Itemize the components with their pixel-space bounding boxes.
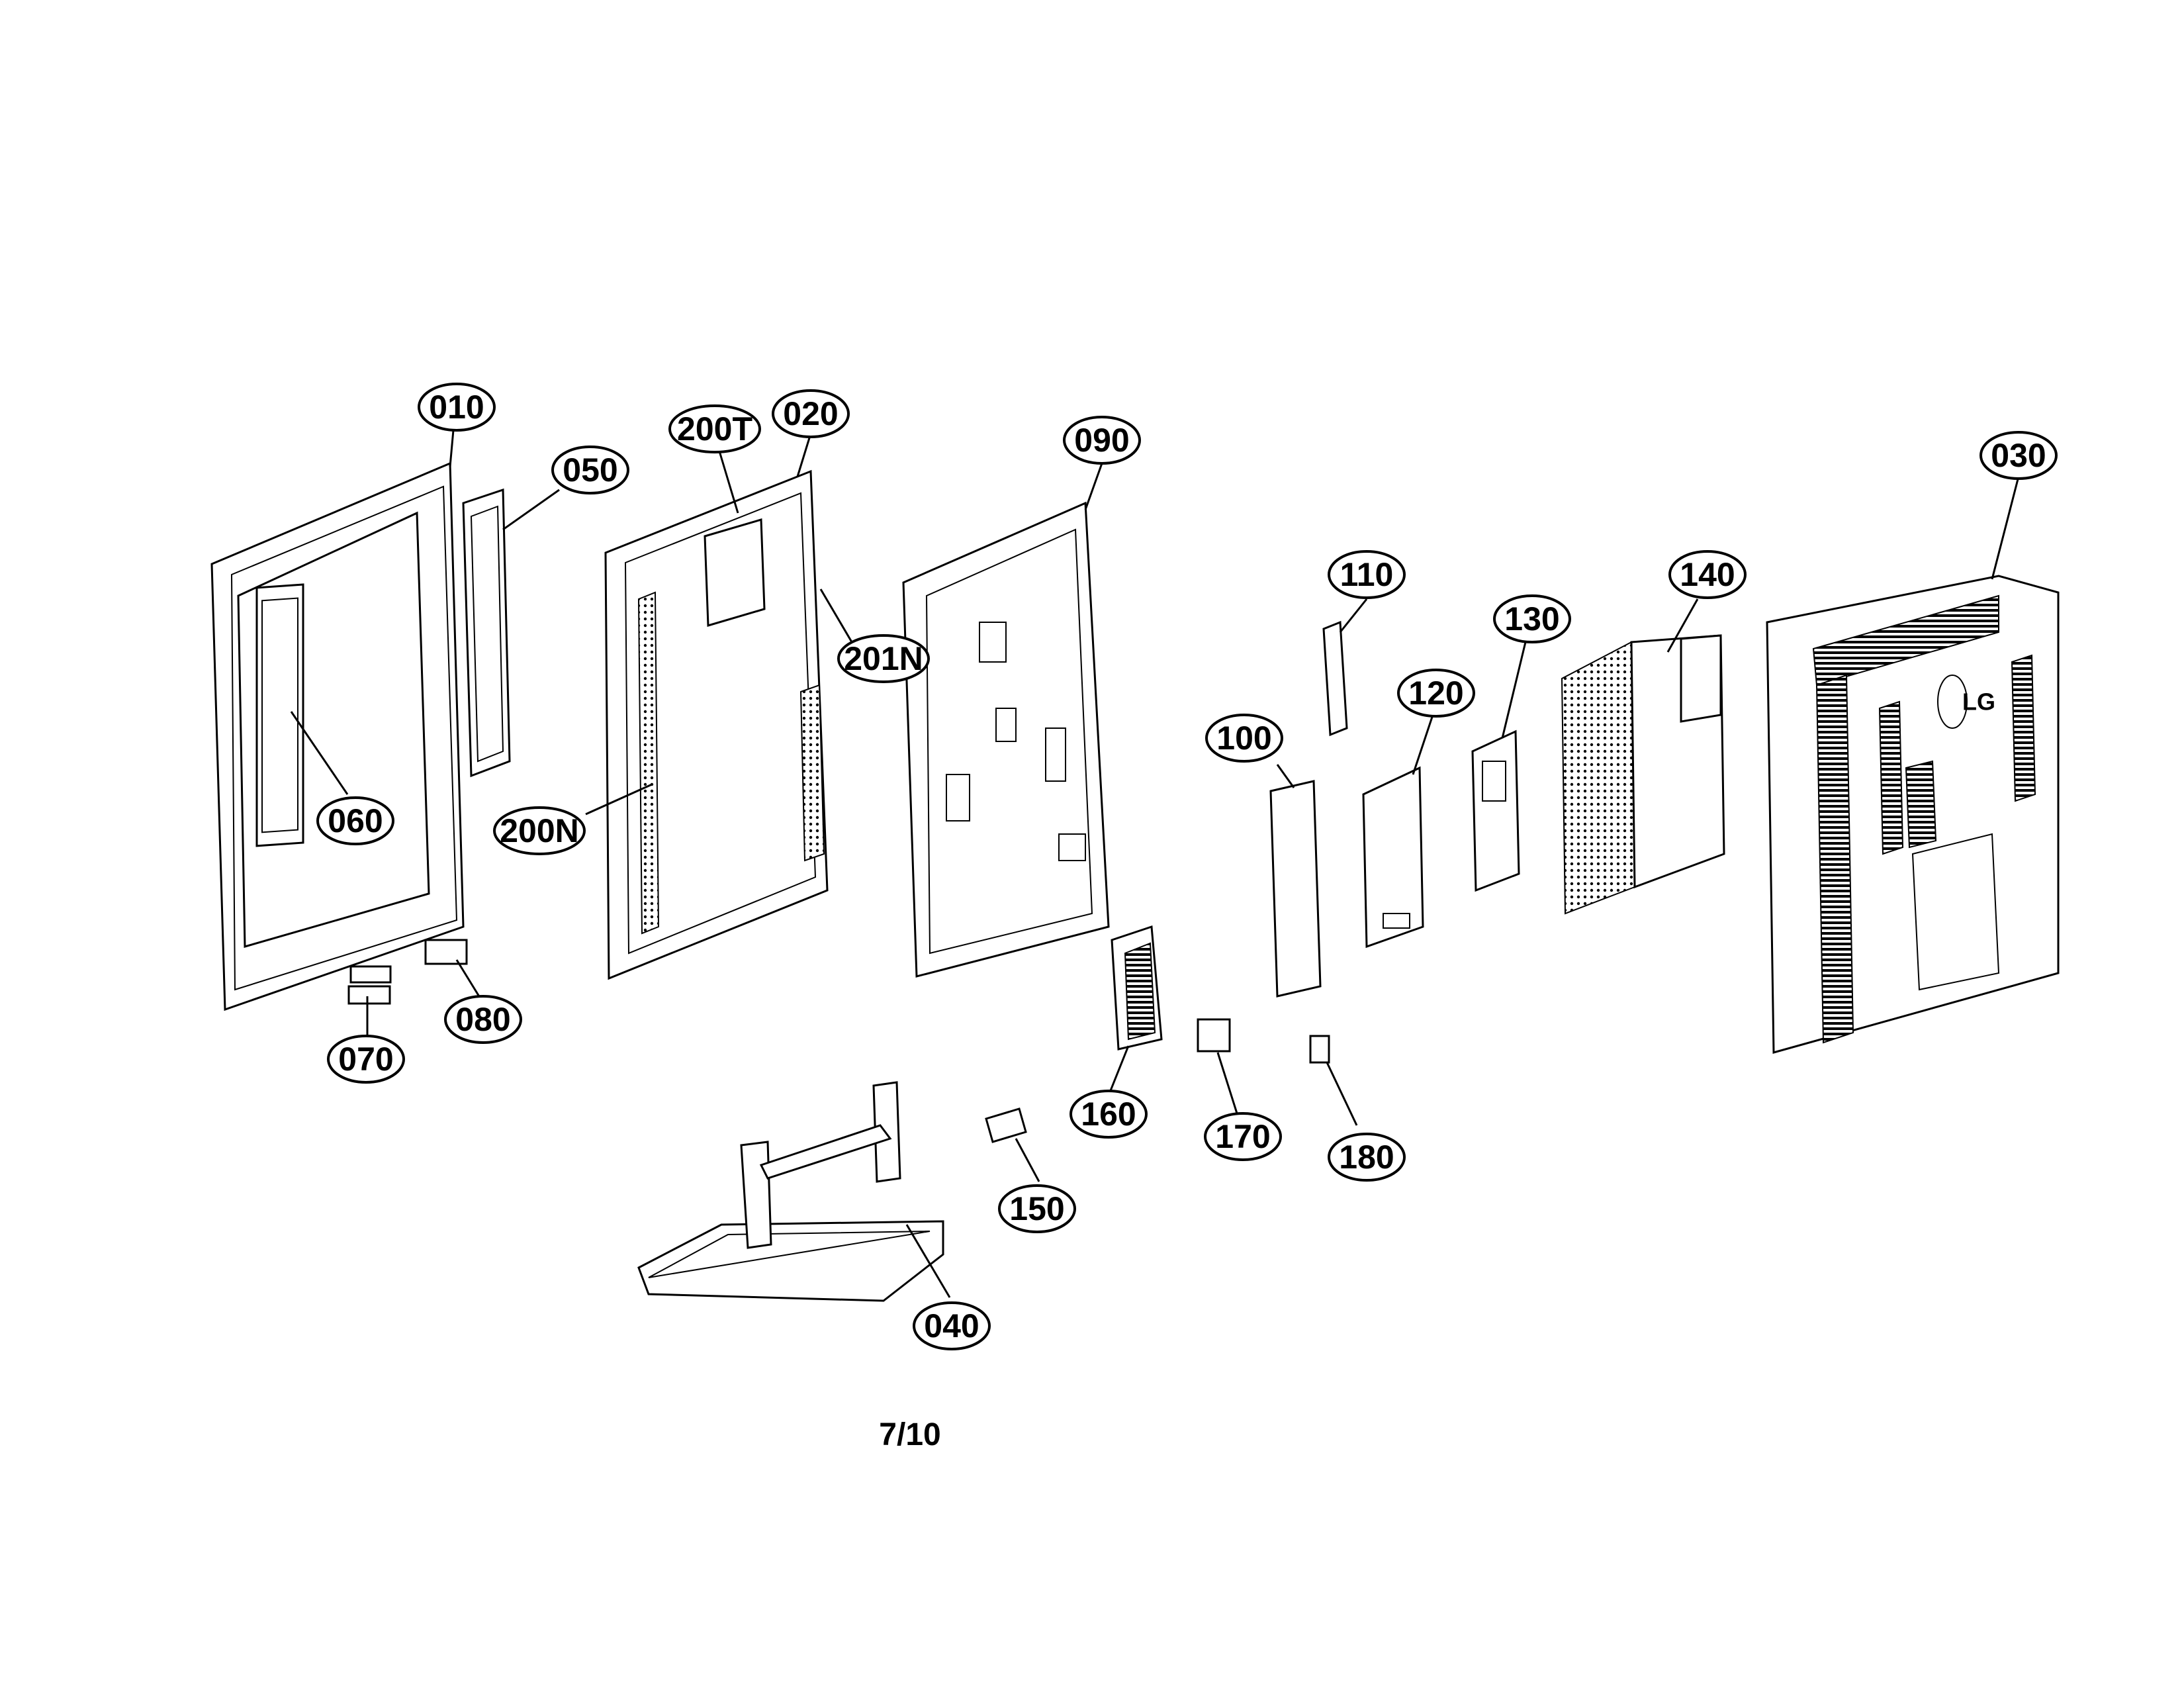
part-side-bracket [462,488,511,778]
svg-text:080: 080 [455,1001,510,1038]
part-180-core [1309,1035,1330,1064]
svg-text:010: 010 [429,389,484,426]
svg-text:030: 030 [1991,437,2046,474]
part-150-clip [985,1107,1027,1143]
svg-text:070: 070 [338,1041,393,1078]
callout-201N: 201N [837,634,930,683]
callout-200T: 200T [668,404,761,453]
callout-010: 010 [418,383,496,432]
svg-text:201N: 201N [844,640,923,677]
part-speaker [1111,925,1163,1051]
svg-text:020: 020 [783,395,838,432]
svg-text:110: 110 [1340,556,1394,593]
svg-text:140: 140 [1680,556,1735,593]
callout-110: 110 [1328,550,1406,599]
callout-120: 120 [1397,669,1475,718]
part-110-bracket [1322,620,1348,737]
svg-text:150: 150 [1009,1190,1064,1227]
part-080 [424,939,468,965]
part-main-chassis [902,501,1110,978]
callout-020: 020 [772,389,850,438]
svg-text:120: 120 [1408,675,1463,712]
svg-text:040: 040 [924,1307,979,1344]
callout-100: 100 [1205,714,1283,763]
brand-logo-text: LG [1962,688,1995,716]
part-power-supply [1561,634,1725,915]
part-170-fan [1197,1018,1231,1053]
svg-text:090: 090 [1074,422,1129,459]
part-lcd-panel [604,469,829,980]
part-stand [637,1081,944,1302]
callout-040: 040 [913,1301,991,1350]
svg-text:050: 050 [563,451,617,489]
part-130-board [1471,729,1520,892]
callout-200N: 200N [493,806,586,855]
svg-text:160: 160 [1081,1096,1136,1133]
part-120-board [1362,766,1424,949]
callout-090: 090 [1063,416,1141,465]
part-front-bezel [210,461,465,1011]
callout-060: 060 [316,796,394,845]
page-number: 7/10 [879,1417,941,1452]
callout-030: 030 [1979,431,2058,480]
callout-160: 160 [1069,1090,1148,1139]
callout-080: 080 [444,995,522,1044]
part-070 [347,985,391,1005]
callout-070: 070 [327,1035,405,1084]
callout-170: 170 [1204,1112,1282,1161]
svg-text:130: 130 [1504,600,1559,637]
leader-lines [290,430,2020,1298]
callout-130: 130 [1493,594,1571,643]
svg-text:200N: 200N [500,812,579,849]
callout-140: 140 [1668,550,1747,599]
svg-text:180: 180 [1339,1139,1394,1176]
svg-text:200T: 200T [677,410,752,447]
callout-180: 180 [1328,1133,1406,1182]
svg-text:060: 060 [328,802,383,839]
callout-150: 150 [998,1184,1076,1233]
part-back-cover: LG [1766,575,2060,1054]
svg-text:170: 170 [1215,1118,1270,1155]
part-100-board [1269,780,1322,998]
callout-050: 050 [551,445,629,494]
svg-text:100: 100 [1216,720,1271,757]
